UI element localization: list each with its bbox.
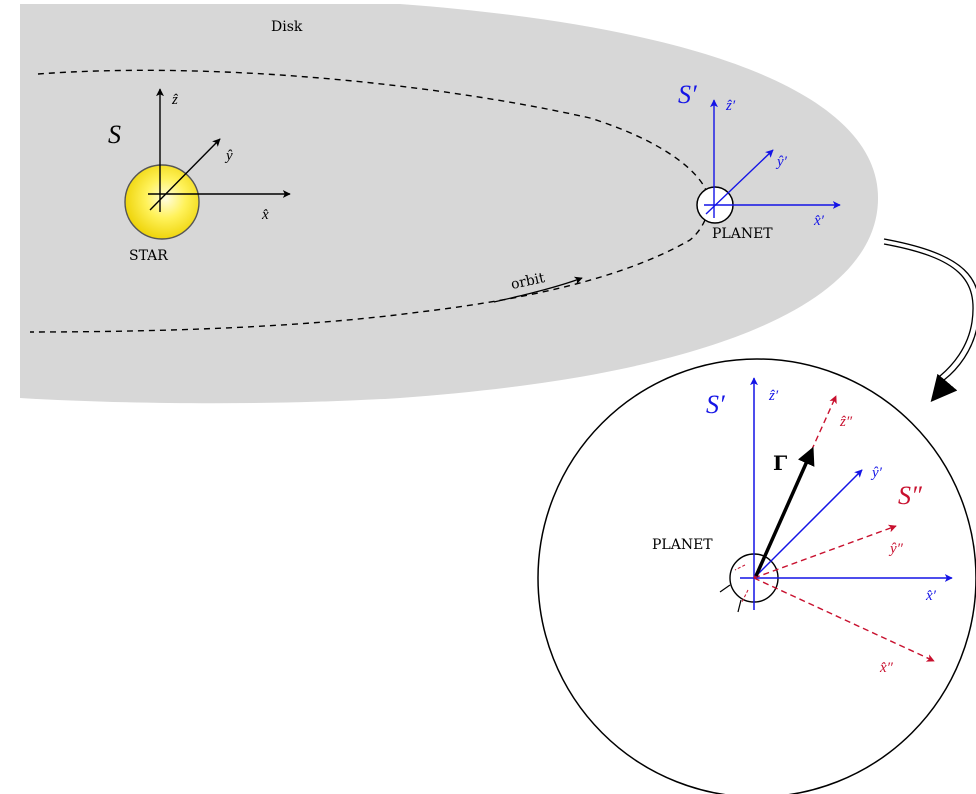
zoom-tick-d — [741, 589, 749, 603]
zoom-planet-label: PLANET — [652, 537, 713, 553]
orbit-label: orbit — [510, 270, 547, 293]
star-z-label: ẑ — [171, 92, 178, 108]
disk-label: Disk — [271, 19, 303, 35]
planet-z-label: ẑ′ — [725, 98, 736, 114]
star-y-label: ŷ — [224, 148, 233, 164]
zoom-double-x-label: x̂″ — [879, 660, 894, 676]
zoom-tick-b — [737, 599, 742, 613]
zoom-prime-x-label: x̂′ — [925, 588, 937, 604]
star-x-label: x̂ — [261, 207, 269, 223]
zoom-prime-z-label: ẑ′ — [768, 388, 779, 404]
disk-shape — [20, 4, 879, 404]
planet-frame-label: S′ — [678, 80, 697, 109]
gamma-vector — [754, 446, 815, 577]
orbit-arrow — [493, 276, 583, 303]
star-y-axis — [149, 138, 221, 211]
zoom-tick-c — [734, 564, 746, 571]
zoom-double-y-label: ŷ″ — [888, 541, 904, 557]
zoom-connector-inner — [883, 238, 976, 381]
zoom-double-x-axis — [753, 577, 935, 662]
zoom-prime-y-axis — [753, 469, 863, 579]
planet-label: PLANET — [712, 226, 773, 242]
zoom-tick-a — [719, 584, 731, 593]
zoom-arrowhead — [930, 371, 958, 402]
zoom-double-y-axis — [753, 524, 897, 579]
planet-x-label: x̂′ — [813, 213, 825, 229]
gamma-label: Γ — [773, 451, 787, 475]
star-frame-label: S — [108, 120, 121, 149]
planet-y-label: ŷ′ — [775, 154, 788, 170]
star-body — [124, 164, 200, 240]
zoom-double-z-label: ẑ″ — [839, 414, 853, 430]
planet-y-axis — [705, 149, 774, 215]
orbit-path — [29, 69, 710, 333]
star-label: STAR — [129, 248, 168, 264]
zoom-double-frame-label: S″ — [898, 481, 923, 510]
zoom-connector-outer — [883, 243, 974, 377]
zoom-prime-frame-label: S′ — [706, 390, 725, 419]
zoom-prime-y-label: ŷ′ — [870, 465, 883, 481]
